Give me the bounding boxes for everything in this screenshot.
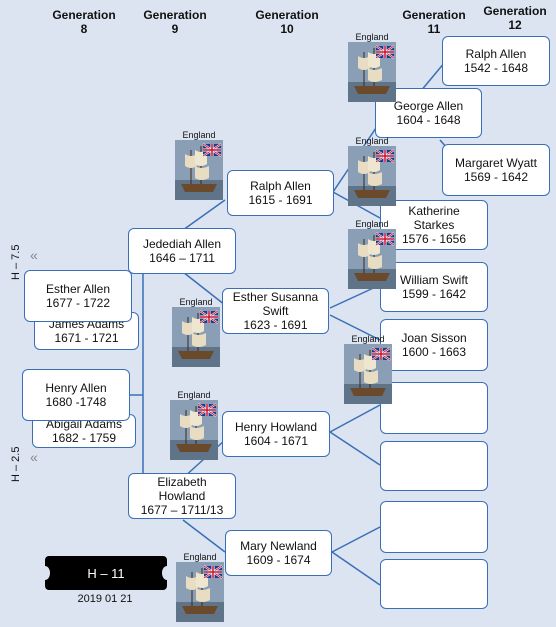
origin-label: England: [182, 130, 216, 140]
person-dates: 1646 – 1711: [149, 251, 215, 265]
person-dates: 1680 -1748: [45, 395, 107, 409]
side-label-upper: H – 7.5: [10, 244, 22, 280]
generation-11-header: Generation 11: [402, 8, 466, 36]
origin-label: England: [351, 334, 385, 344]
person-dates: 1604 - 1648: [396, 113, 461, 127]
generation-number: 9: [171, 22, 179, 36]
person-margaret-wyatt[interactable]: Margaret Wyatt 1569 - 1642: [442, 144, 550, 196]
person-name: Esther Allen: [45, 282, 111, 296]
empty-person-slot[interactable]: [380, 441, 488, 491]
person-henry-allen[interactable]: Henry Allen 1680 -1748: [22, 369, 130, 421]
generation-number: 10: [280, 22, 294, 36]
generation-8-header: Generation 8: [52, 8, 116, 36]
person-dates: 1604 - 1671: [243, 434, 309, 448]
origin-label: England: [355, 136, 389, 146]
person-joan-sisson[interactable]: Joan Sisson 1600 - 1663: [380, 319, 488, 371]
person-name: Jedediah Allen: [142, 237, 222, 251]
person-dates: 1609 - 1674: [246, 553, 311, 567]
person-name: Ralph Allen: [465, 47, 527, 61]
person-esther-susanna-swift[interactable]: Esther Susanna Swift 1623 - 1691: [222, 288, 329, 334]
person-ralph-allen[interactable]: Ralph Allen 1615 - 1691: [227, 170, 334, 216]
side-label-lower: H – 2.5: [10, 446, 22, 482]
mayflower-ship-icon: [170, 400, 218, 460]
badge-text: H – 11: [87, 565, 125, 581]
person-esther-allen[interactable]: Esther Allen 1677 - 1722: [24, 270, 132, 322]
person-name: Henry Allen: [45, 381, 107, 395]
generation-number: 11: [427, 22, 441, 36]
person-mary-newland[interactable]: Mary Newland 1609 - 1674: [225, 530, 332, 576]
person-dates: 1677 – 1711/13: [140, 503, 224, 517]
person-name: Mary Newland: [240, 539, 317, 553]
chevron-left-icon[interactable]: «: [30, 247, 38, 263]
generation-number: 12: [508, 18, 522, 32]
person-dates: 1576 - 1656: [401, 232, 467, 246]
person-dates: 1682 - 1759: [51, 431, 117, 445]
person-dates: 1677 - 1722: [45, 296, 111, 310]
mayflower-ship-icon: [348, 42, 396, 102]
person-name: Henry Howland: [234, 420, 318, 434]
generation-label: Generation: [483, 4, 547, 18]
mayflower-ship-icon: [348, 229, 396, 289]
person-william-swift[interactable]: William Swift 1599 - 1642: [380, 262, 488, 312]
generation-label: Generation: [52, 8, 116, 22]
generation-label: Generation: [402, 8, 466, 22]
mayflower-ship-icon: [344, 344, 392, 404]
person-jedediah-allen[interactable]: Jedediah Allen 1646 – 1711: [128, 228, 236, 274]
person-dates: 1615 - 1691: [248, 193, 313, 207]
person-name: Elizabeth Howland: [157, 475, 207, 503]
empty-person-slot[interactable]: [380, 382, 488, 434]
generation-10-header: Generation 10: [255, 8, 319, 36]
person-dates: 1671 - 1721: [54, 331, 119, 345]
person-dates: 1599 - 1642: [401, 287, 467, 301]
mayflower-ship-icon: [175, 140, 223, 200]
person-dates: 1623 - 1691: [243, 318, 308, 332]
person-katherine-starkes[interactable]: Katherine Starkes 1576 - 1656: [380, 200, 488, 250]
origin-label: England: [183, 552, 217, 562]
generation-badge: H – 11: [40, 556, 172, 590]
person-ralph-allen-gen12[interactable]: Ralph Allen 1542 - 1648: [442, 36, 550, 86]
chevron-left-icon[interactable]: «: [30, 449, 38, 465]
generation-12-header: Generation 12: [482, 4, 548, 32]
mayflower-ship-icon: [348, 146, 396, 206]
mayflower-ship-icon: [172, 307, 220, 367]
chart-date: 2019 01 21: [77, 593, 133, 605]
person-elizabeth-howland[interactable]: Elizabeth Howland 1677 – 1711/13: [128, 473, 236, 519]
person-name: Esther Susanna Swift: [232, 290, 319, 318]
person-name: William Swift: [400, 273, 468, 287]
origin-label: England: [179, 297, 213, 307]
person-dates: 1569 - 1642: [463, 170, 529, 184]
origin-label: England: [355, 32, 389, 42]
generation-label: Generation: [143, 8, 207, 22]
empty-person-slot[interactable]: [380, 559, 488, 609]
generation-label: Generation: [255, 8, 319, 22]
person-dates: 1542 - 1648: [463, 61, 529, 75]
person-name: George Allen: [393, 99, 464, 113]
person-name: Margaret Wyatt: [455, 156, 537, 170]
generation-9-header: Generation 9: [143, 8, 207, 36]
person-henry-howland[interactable]: Henry Howland 1604 - 1671: [222, 411, 330, 457]
person-name: Ralph Allen: [250, 179, 311, 193]
person-dates: 1600 - 1663: [401, 345, 467, 359]
generation-number: 8: [80, 22, 88, 36]
person-name: Katherine Starkes: [408, 204, 460, 232]
empty-person-slot[interactable]: [380, 501, 488, 553]
origin-label: England: [355, 219, 389, 229]
person-name: Joan Sisson: [401, 331, 467, 345]
origin-label: England: [177, 390, 211, 400]
mayflower-ship-icon: [176, 562, 224, 622]
